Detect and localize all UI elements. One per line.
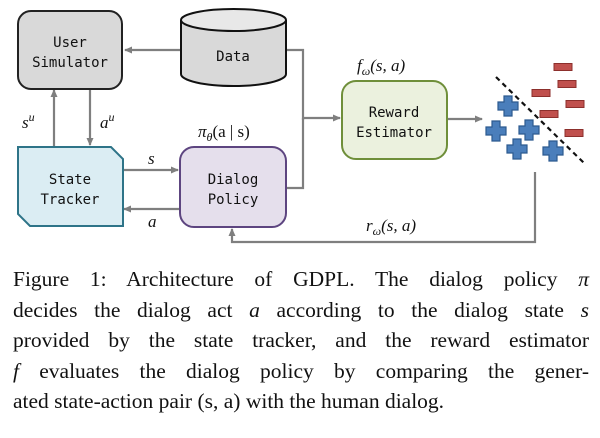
negative-sample-minus-icon	[557, 80, 577, 88]
negative-sample-minus-icon	[565, 100, 585, 108]
data-cylinder-body	[180, 20, 287, 87]
label-a-u: au	[100, 110, 115, 132]
user-simulator-box	[17, 10, 123, 90]
reward-estimator-label-line1: Reward	[369, 105, 420, 121]
edge-policy-to-junction	[287, 118, 305, 190]
caption-line-4: f evaluates the dialog policy by compari…	[13, 358, 589, 383]
negative-samples	[531, 63, 585, 137]
label-s-u: su	[22, 110, 35, 132]
decision-boundary	[495, 76, 585, 164]
label-pi-theta: πθ(a | s)	[198, 122, 250, 144]
positive-sample-plus-icon	[542, 140, 564, 162]
negative-sample-minus-icon	[539, 110, 559, 118]
label-a: a	[148, 212, 157, 231]
positive-sample-plus-icon	[506, 138, 528, 160]
state-tracker-node: State Tracker	[17, 146, 124, 227]
caption-line-2: decides the dialog act a according to th…	[13, 297, 589, 322]
user-simulator-node: User Simulator	[17, 10, 123, 90]
edge-data-to-reward-line	[286, 48, 305, 120]
dialog-policy-label-line1: Dialog	[208, 172, 259, 188]
state-tracker-box	[17, 146, 124, 227]
user-simulator-label-line2: Simulator	[32, 55, 108, 71]
data-store-node: Data	[180, 8, 287, 87]
negative-sample-minus-icon	[564, 129, 584, 137]
data-label: Data	[216, 49, 250, 65]
dialog-policy-node: Dialog Policy	[179, 146, 287, 228]
figure-caption: Figure 1: Architecture of GDPL. The dial…	[13, 264, 589, 417]
negative-sample-minus-icon	[531, 89, 551, 97]
dialog-policy-box	[179, 146, 287, 228]
caption-line-5: ated state-action pair (s, a) with the h…	[13, 389, 445, 413]
positive-sample-plus-icon	[497, 95, 519, 117]
positive-samples	[485, 95, 564, 162]
reward-estimator-node: Reward Estimator	[341, 80, 448, 160]
label-f-omega: fω(s, a)	[357, 56, 405, 78]
caption-line-1: Figure 1: Architecture of GDPL. The dial…	[13, 267, 589, 291]
positive-sample-plus-icon	[485, 120, 507, 142]
data-cylinder-top	[180, 8, 287, 32]
negative-sample-minus-icon	[553, 63, 573, 71]
edge-reward-to-policy	[228, 172, 537, 244]
edges	[50, 46, 537, 244]
dialog-policy-label-line2: Policy	[208, 192, 259, 208]
state-tracker-label-line1: State	[49, 172, 91, 188]
classifier-scatter	[485, 63, 585, 164]
label-s: s	[148, 149, 155, 168]
gdpl-architecture-diagram: User Simulator Data State Tracker Dialog…	[17, 8, 585, 244]
label-r-omega: rω(s, a)	[366, 216, 416, 238]
reward-estimator-label-line2: Estimator	[356, 125, 432, 141]
caption-line-3: provided by the state tracker, and the r…	[13, 328, 589, 352]
reward-estimator-box	[341, 80, 448, 160]
positive-sample-plus-icon	[518, 119, 540, 141]
user-simulator-label-line1: User	[53, 35, 87, 51]
state-tracker-label-line2: Tracker	[40, 192, 99, 208]
